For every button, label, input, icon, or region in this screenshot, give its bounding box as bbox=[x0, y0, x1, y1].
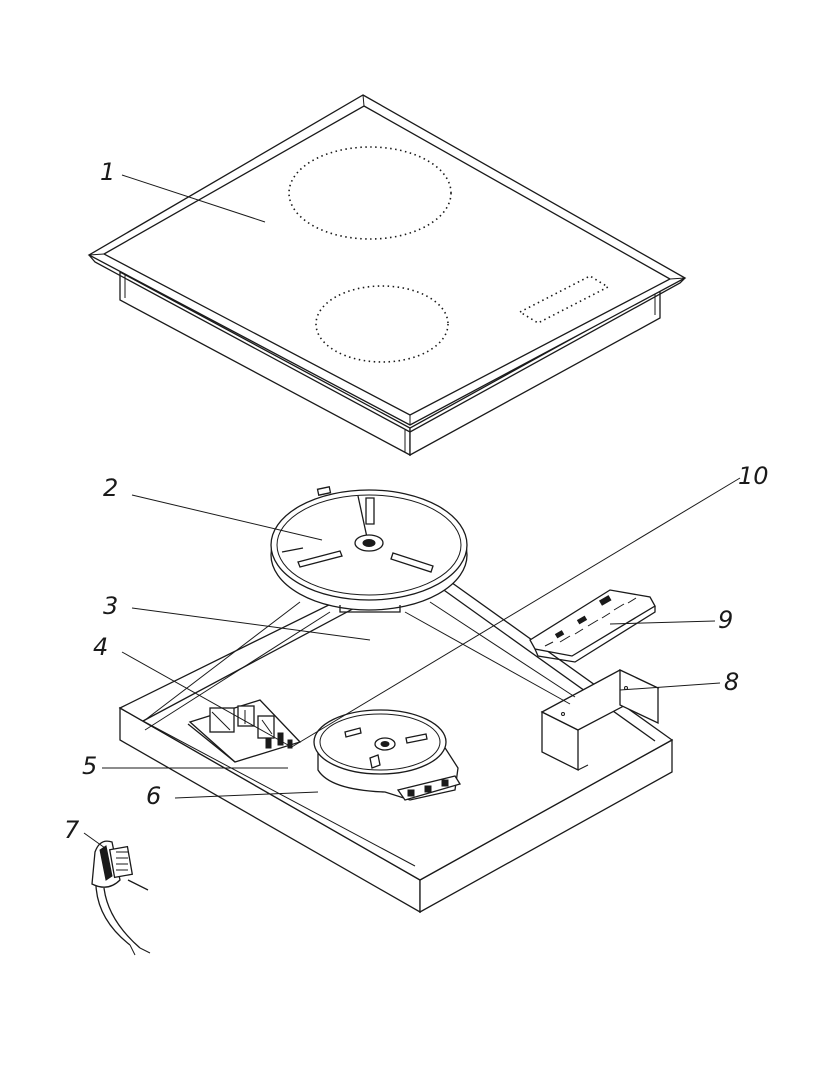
callout-10: 10 bbox=[738, 462, 769, 490]
connection-lines bbox=[144, 601, 576, 731]
leader-lines bbox=[83, 174, 741, 849]
callout-8: 8 bbox=[724, 668, 739, 696]
callout-6: 6 bbox=[146, 782, 161, 810]
callout-5: 5 bbox=[82, 752, 97, 780]
control-board-part-9 bbox=[529, 589, 656, 663]
callout-1: 1 bbox=[100, 158, 115, 186]
terminal-block-part-7 bbox=[91, 840, 151, 956]
callout-9: 9 bbox=[718, 606, 733, 634]
callout-4: 4 bbox=[93, 633, 108, 661]
callout-7: 7 bbox=[64, 816, 80, 844]
callout-3: 3 bbox=[103, 592, 118, 620]
callout-2: 2 bbox=[103, 474, 118, 502]
induction-coil-part-2 bbox=[270, 486, 468, 613]
callout-labels: 1 2 3 4 5 6 7 8 9 10 bbox=[64, 158, 769, 844]
cooktop-glass-top bbox=[87, 94, 687, 457]
power-board-part-4 bbox=[187, 699, 302, 763]
bracket-part-8 bbox=[540, 668, 660, 772]
induction-unit-part-6 bbox=[313, 709, 462, 801]
